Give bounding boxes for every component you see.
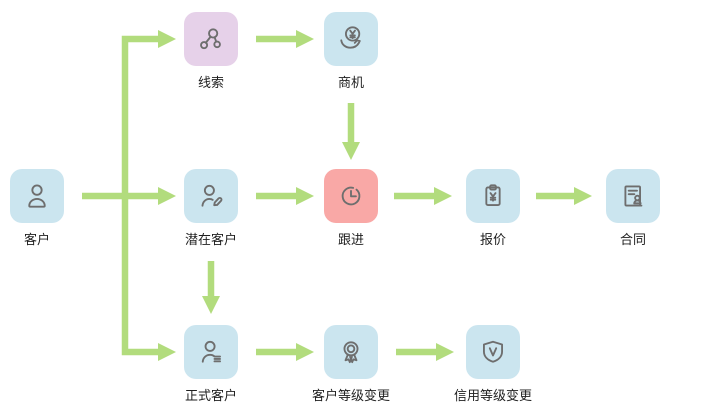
user-edit-icon: [201, 184, 223, 207]
node-formal-customer: 正式客户: [184, 325, 238, 403]
node-customer-level-change-box: [324, 325, 378, 379]
edge-opportunity-to-follow-up: [342, 103, 360, 160]
node-customer-box: [10, 169, 64, 223]
clock-icon: [341, 186, 361, 206]
edge-customer-level-change-to-credit-level-change: [396, 343, 454, 361]
clipboard-yen-icon: [485, 184, 501, 206]
edge-customer-to-potential-customer: [82, 187, 176, 205]
edge-potential-customer-to-formal-customer: [202, 261, 220, 314]
edge-potential-customer-to-follow-up: [256, 187, 314, 205]
node-label: 线索: [197, 75, 225, 90]
node-opportunity-box: [324, 12, 378, 66]
node-contract-box: [606, 169, 660, 223]
node-credit-level-change: 信用等级变更: [454, 325, 532, 403]
user-list-icon: [201, 340, 221, 363]
node-label: 客户: [23, 232, 51, 247]
node-formal-customer-box: [184, 325, 238, 379]
node-quotation-box: [466, 169, 520, 223]
node-potential-customer-box: [184, 169, 238, 223]
edge-follow-up-to-quotation: [394, 187, 452, 205]
node-label: 跟进: [337, 232, 365, 247]
node-label: 商机: [337, 75, 365, 90]
node-label: 合同: [619, 232, 647, 247]
node-quotation: 报价: [466, 169, 520, 247]
node-lead-box: [184, 12, 238, 66]
node-customer-level-change: 客户等级变更: [312, 325, 390, 403]
node-follow-up-box: [324, 169, 378, 223]
node-label: 潜在客户: [184, 232, 238, 247]
medal-icon: [343, 341, 359, 364]
edge-formal-customer-to-customer-level-change: [256, 343, 314, 361]
node-potential-customer: 潜在客户: [184, 169, 238, 247]
node-label: 正式客户: [184, 388, 238, 403]
node-label: 客户等级变更: [311, 388, 391, 403]
edge-quotation-to-contract: [536, 187, 592, 205]
node-label: 信用等级变更: [453, 388, 533, 403]
user-icon: [28, 184, 46, 208]
node-follow-up: 跟进: [324, 169, 378, 247]
shield-v-icon: [483, 340, 503, 363]
node-lead: 线索: [184, 12, 238, 90]
edge-lead-to-opportunity: [256, 30, 314, 48]
node-customer: 客户: [10, 169, 64, 247]
node-opportunity: 商机: [324, 12, 378, 90]
document-stamp-icon: [624, 185, 643, 207]
network-icon: [200, 28, 221, 50]
node-credit-level-change-box: [466, 325, 520, 379]
node-label: 报价: [479, 232, 507, 247]
coin-hand-icon: [340, 26, 361, 49]
node-contract: 合同: [606, 169, 660, 247]
